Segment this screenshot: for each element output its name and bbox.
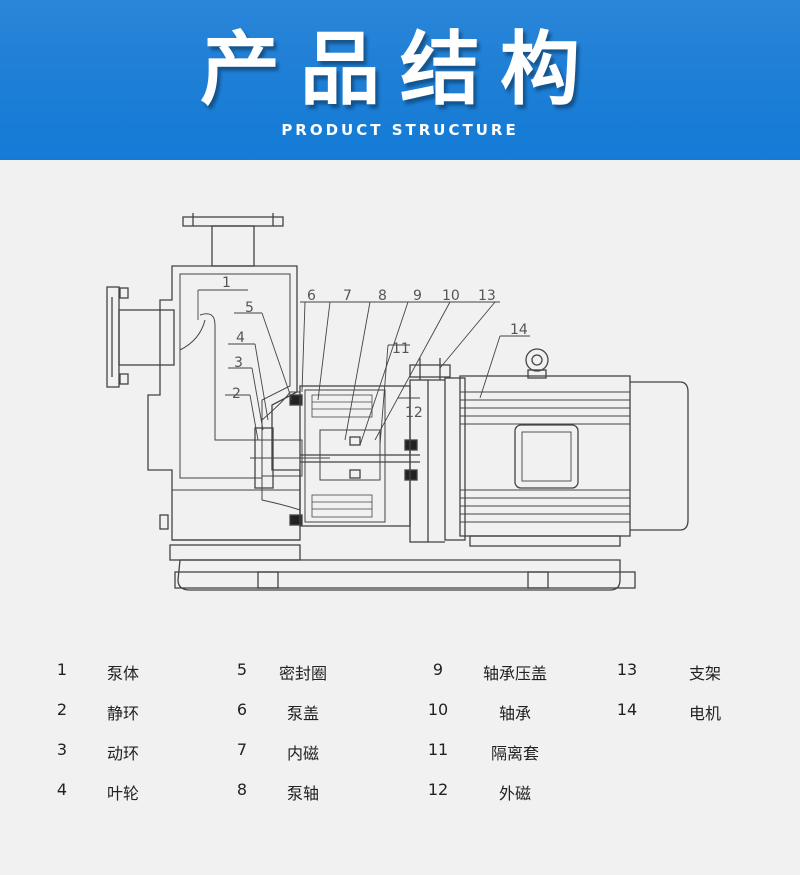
callout-13: 13 [478,288,496,304]
callout-12: 12 [405,405,423,421]
callout-1: 1 [222,275,231,291]
legend-num-5: 5 [236,660,248,679]
legend-name-8: 泵轴 [286,784,319,803]
page-subtitle: PRODUCT STRUCTURE [281,121,519,139]
legend-num-3: 3 [56,740,68,759]
outlet-flange [182,213,284,267]
legend-name-2: 静环 [106,704,139,723]
legend-name-6: 泵盖 [286,704,319,723]
callout-11: 11 [392,341,410,357]
callout-9: 9 [413,288,422,304]
callout-2: 2 [232,386,241,402]
bracket [409,358,451,543]
legend-name-3: 动环 [106,744,139,763]
legend-num-4: 4 [56,780,68,799]
callout-5: 5 [245,300,254,316]
legend-name-1: 泵体 [106,664,139,683]
legend-name-12: 外磁 [498,784,531,803]
callout-7: 7 [343,288,352,304]
callout-3: 3 [234,355,243,371]
callout-14: 14 [510,322,528,338]
legend-name-13: 支架 [688,664,721,683]
legend-num-14: 14 [616,700,638,719]
parts-legend: 1 泵体 2 静环 3 动环 4 叶轮 5 密封圈 6 泵盖 7 内磁 8 泵轴… [0,640,800,820]
leader-lines [197,289,530,446]
callout-labels: 1 2 3 4 5 6 7 8 9 10 13 11 12 14 [222,275,528,421]
callout-10: 10 [442,288,460,304]
legend-num-6: 6 [236,700,248,719]
magnetic-coupling [299,385,420,527]
callout-8: 8 [378,288,387,304]
diagram-panel [0,196,800,826]
legend-num-9: 9 [432,660,444,679]
callout-6: 6 [307,288,316,304]
callout-4: 4 [236,330,245,346]
legend-name-10: 轴承 [498,704,531,723]
legend-num-12: 12 [427,780,449,799]
legend-num-11: 11 [427,740,449,759]
legend-num-7: 7 [236,740,248,759]
legend-num-10: 10 [427,700,449,719]
legend-name-14: 电机 [688,704,721,723]
header-banner: 产品结构 PRODUCT STRUCTURE [0,0,800,160]
legend-num-2: 2 [56,700,68,719]
legend-num-8: 8 [236,780,248,799]
legend-name-7: 内磁 [286,744,319,763]
pump-structure-diagram: 1 2 3 4 5 6 7 8 9 10 13 11 12 14 [106,213,689,591]
pump-body [106,265,301,541]
legend-name-5: 密封圈 [278,664,327,683]
legend-num-1: 1 [56,660,68,679]
legend-name-4: 叶轮 [106,784,139,803]
legend-name-11: 隔离套 [490,744,539,763]
legend-num-13: 13 [616,660,638,679]
base [169,544,636,591]
legend-name-9: 轴承压盖 [482,664,547,683]
motor [444,348,689,547]
page-title: 产品结构 [200,23,600,116]
